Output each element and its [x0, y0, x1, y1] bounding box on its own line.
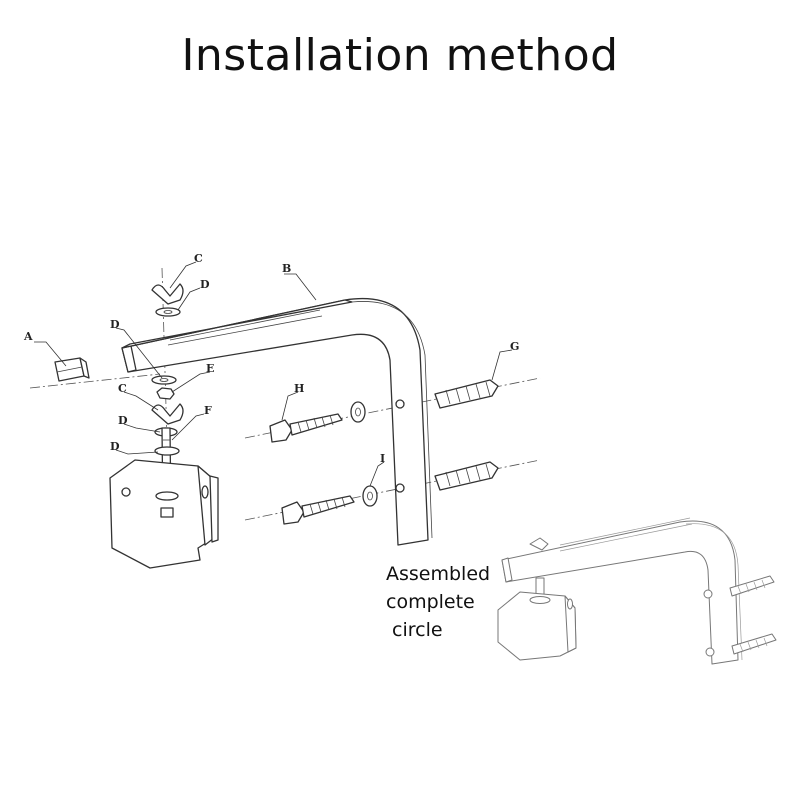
hex-nut-part-e	[156, 387, 175, 400]
caption-line-2: complete	[386, 591, 475, 613]
assembled-mount	[497, 537, 577, 661]
washer-part-d-top	[155, 307, 181, 317]
caption-line-1: Assembled	[386, 563, 491, 585]
assembled-screws	[729, 575, 777, 655]
washer-part-i-upper	[350, 401, 366, 423]
label-d-left: D	[110, 318, 120, 331]
wall-anchor-part-g-lower	[434, 461, 499, 491]
label-c-top: C	[194, 252, 203, 265]
label-e: E	[206, 362, 214, 375]
label-g: G	[510, 340, 519, 353]
label-h: H	[294, 382, 304, 395]
label-b: B	[282, 262, 291, 275]
label-d-low: D	[110, 440, 120, 453]
washer-part-i-lower	[362, 485, 378, 507]
label-d-top: D	[200, 278, 210, 291]
assembled-caption: Assembled complete circle	[386, 560, 490, 644]
end-cap-part-a	[54, 357, 90, 382]
label-a: A	[23, 330, 33, 343]
wing-nut-part-c-mid	[151, 403, 184, 425]
assembled-bracket	[501, 517, 743, 665]
washer-part-d-low	[154, 446, 180, 456]
callout-labels: A B C D D E C D F D G H I	[23, 252, 519, 465]
label-c-mid: C	[118, 382, 127, 395]
wing-nut-part-c-top	[151, 283, 184, 305]
label-i: I	[380, 452, 385, 465]
label-d-mid: D	[118, 414, 128, 427]
lag-screw-part-h-upper	[269, 413, 343, 443]
page-title: Installation method	[181, 30, 619, 81]
wall-anchor-part-g-upper	[434, 379, 499, 409]
l-bracket-part-b	[121, 298, 433, 546]
washer-part-d-left	[151, 375, 177, 385]
label-f: F	[204, 404, 212, 417]
lag-screw-part-h-lower	[281, 495, 355, 525]
mount-block	[109, 459, 219, 569]
leader-lines	[34, 261, 513, 487]
caption-line-3: circle	[386, 619, 443, 641]
